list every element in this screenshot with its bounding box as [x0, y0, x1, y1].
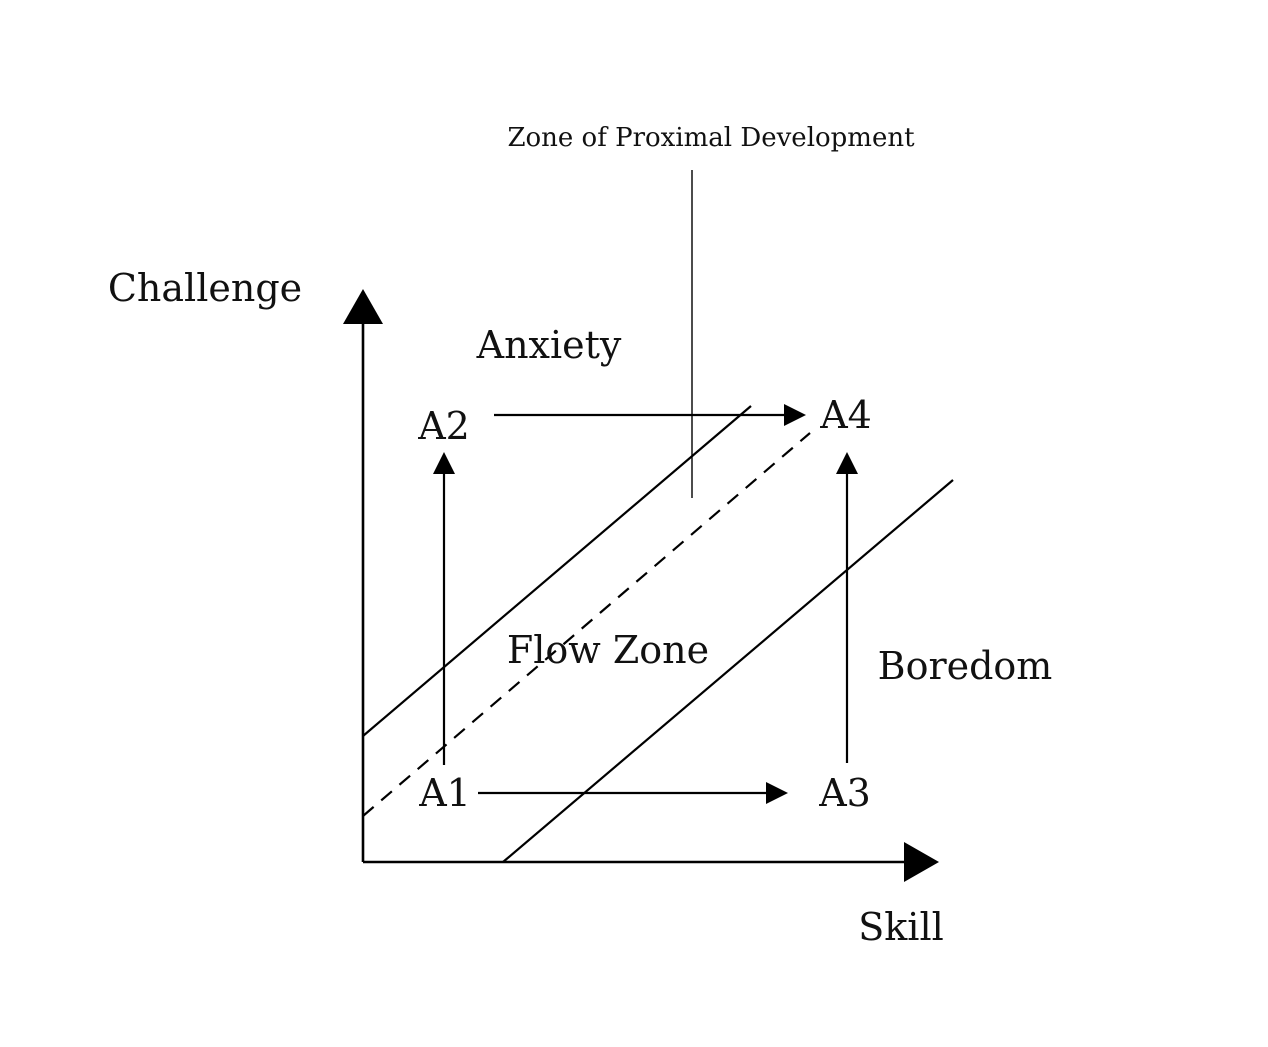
arrow-a3-to-a4-head — [836, 452, 858, 474]
y-axis-label: Challenge — [108, 266, 302, 310]
anxiety-boundary-line — [362, 405, 752, 737]
arrow-a1-to-a3-head — [766, 782, 788, 804]
boredom-label: Boredom — [878, 644, 1053, 688]
point-a1-label: A1 — [418, 771, 471, 815]
boredom-boundary-line — [502, 479, 954, 863]
flow-zone-label: Flow Zone — [507, 628, 709, 672]
x-axis-arrowhead — [904, 842, 939, 882]
anxiety-label: Anxiety — [476, 323, 622, 367]
flow-center-dashed-line — [362, 432, 811, 817]
point-a3-label: A3 — [818, 771, 871, 815]
y-axis-arrowhead — [343, 289, 383, 324]
point-a4-label: A4 — [819, 393, 872, 437]
zpd-label: Zone of Proximal Development — [507, 123, 915, 153]
arrow-a2-to-a4-head — [784, 404, 806, 426]
point-a2-label: A2 — [417, 404, 470, 448]
x-axis-label: Skill — [858, 905, 944, 949]
arrow-a1-to-a2-head — [433, 452, 455, 474]
